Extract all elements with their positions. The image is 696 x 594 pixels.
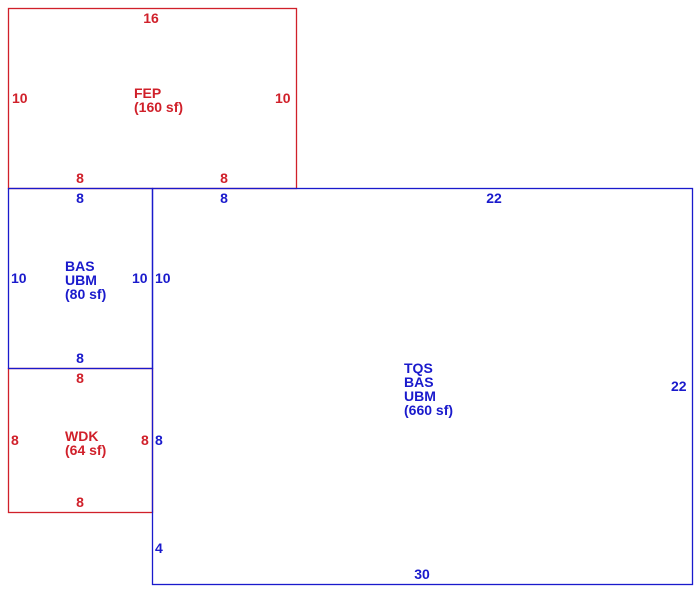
bas-ubm-code2-label: UBM	[65, 272, 97, 288]
fep-area: 16 10 10 8 8 FEP (160 sf)	[7, 7, 298, 190]
bas-ubm-code1-label: BAS	[65, 258, 95, 274]
tqs-outline	[151, 187, 694, 586]
tqs-dim-bottom: 30	[414, 566, 430, 582]
tqs-dim-left-middle: 8	[155, 432, 163, 448]
bas-ubm-dim-bottom: 8	[76, 350, 84, 366]
fep-dim-right: 10	[275, 90, 291, 106]
tqs-dim-right: 22	[671, 378, 687, 394]
tqs-code2-label: BAS	[404, 374, 434, 390]
wdk-dim-right: 8	[141, 432, 149, 448]
tqs-code3-label: UBM	[404, 388, 436, 404]
bas-ubm-area: 8 10 10 8 BAS UBM (80 sf)	[7, 187, 154, 370]
tqs-dim-top-left: 8	[220, 190, 228, 206]
tqs-area: 8 22 10 8 4 22 30 TQS BAS UBM (660 sf)	[151, 187, 694, 586]
tqs-code1-label: TQS	[404, 360, 433, 376]
bas-ubm-dim-top: 8	[76, 190, 84, 206]
tqs-dim-top-right: 22	[486, 190, 502, 206]
fep-dim-bottom-right: 8	[220, 170, 228, 186]
fep-dim-top: 16	[143, 10, 159, 26]
fep-dim-left: 10	[12, 90, 28, 106]
tqs-dim-left-upper: 10	[155, 270, 171, 286]
wdk-area-label: (64 sf)	[65, 442, 106, 458]
fep-area-label: (160 sf)	[134, 99, 183, 115]
fep-code-label: FEP	[134, 85, 161, 101]
tqs-dim-left-lower: 4	[155, 540, 163, 556]
wdk-area: 8 8 8 8 WDK (64 sf)	[7, 367, 154, 514]
fep-dim-bottom-left: 8	[76, 170, 84, 186]
bas-ubm-dim-left: 10	[11, 270, 27, 286]
bas-ubm-area-label: (80 sf)	[65, 286, 106, 302]
bas-ubm-dim-right: 10	[132, 270, 148, 286]
wdk-code-label: WDK	[65, 428, 98, 444]
wdk-dim-bottom: 8	[76, 494, 84, 510]
wdk-dim-top: 8	[76, 370, 84, 386]
tqs-area-label: (660 sf)	[404, 402, 453, 418]
wdk-dim-left: 8	[11, 432, 19, 448]
